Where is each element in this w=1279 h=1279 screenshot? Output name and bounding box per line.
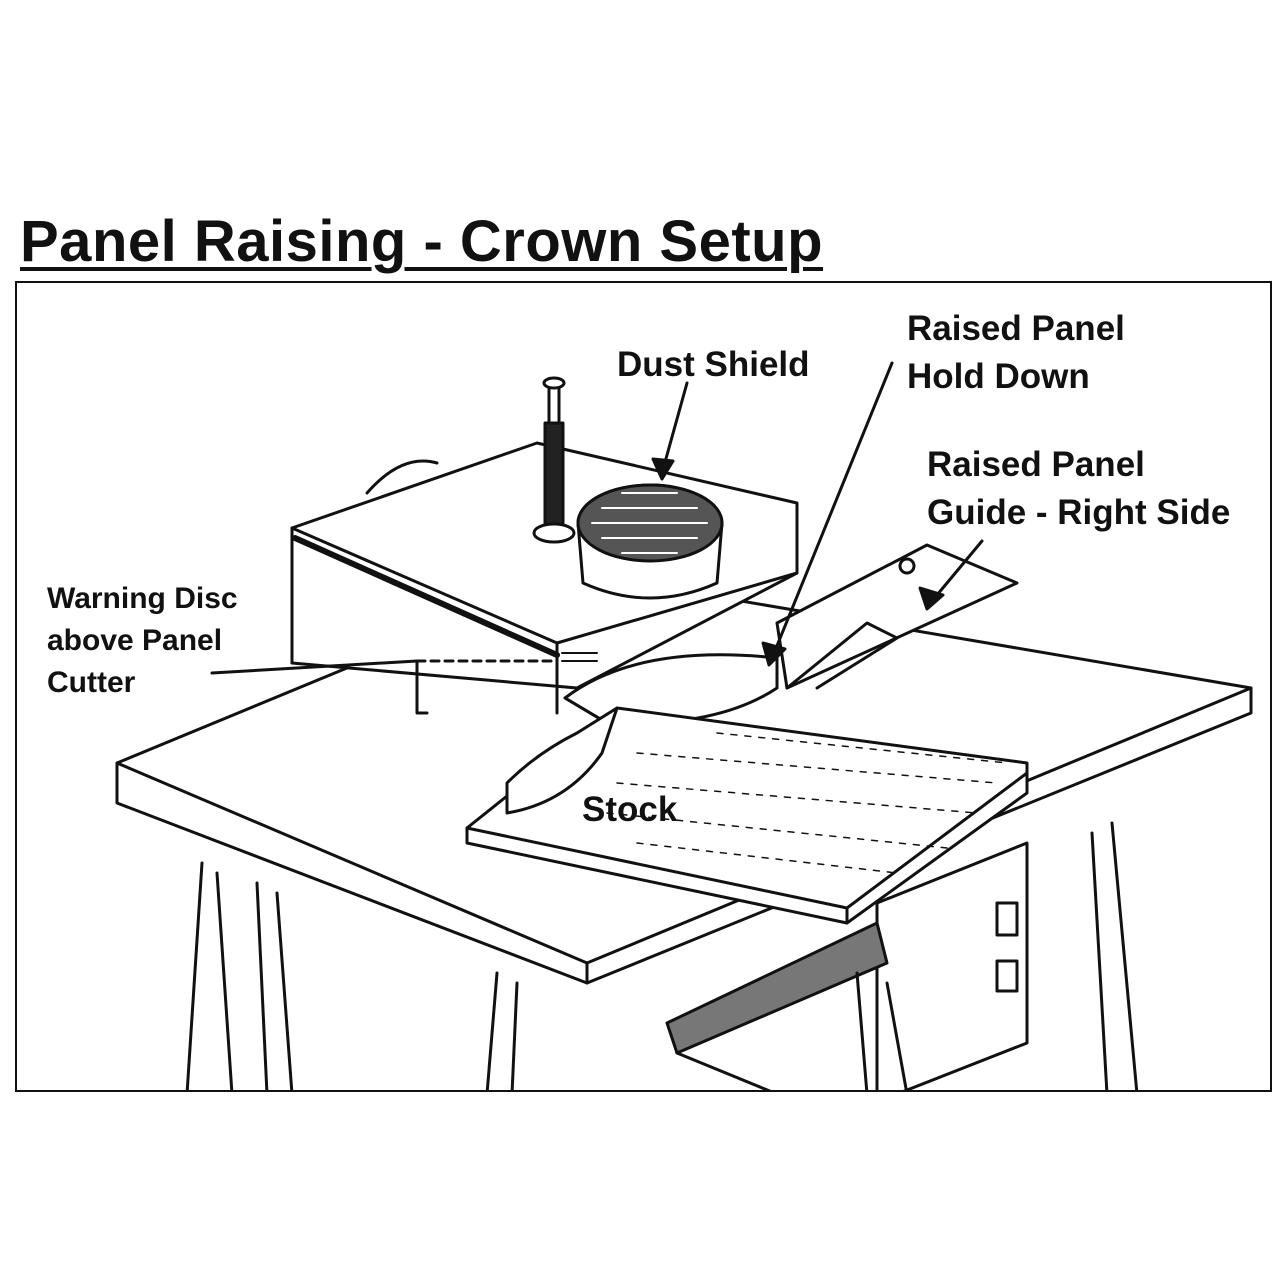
illustration-frame: Dust Shield Raised Panel Hold Down Raise… bbox=[15, 281, 1272, 1092]
label-guide-right: Raised Panel Guide - Right Side bbox=[927, 441, 1230, 537]
spindle-rod bbox=[543, 421, 565, 530]
label-warning-disc-line-2: above Panel bbox=[47, 624, 223, 657]
table-leg-middle bbox=[485, 971, 519, 1090]
table-leg-left bbox=[185, 861, 234, 1090]
label-warning-disc-line-1: Warning Disc bbox=[47, 582, 238, 615]
table-leg-right bbox=[1090, 821, 1139, 1090]
page-title: Panel Raising - Crown Setup bbox=[20, 209, 824, 274]
dust-net bbox=[665, 921, 889, 1055]
label-guide-right-line-1: Raised Panel bbox=[927, 445, 1145, 484]
label-guide-right-line-2: Guide - Right Side bbox=[927, 493, 1231, 532]
label-warning-disc: Warning Disc above Panel Cutter bbox=[47, 578, 238, 704]
label-dust-shield: Dust Shield bbox=[617, 345, 810, 384]
guide-arrow bbox=[930, 539, 984, 603]
switch-1 bbox=[995, 901, 1019, 937]
raised-panel-guide-right bbox=[775, 543, 1019, 690]
label-hold-down: Raised Panel Hold Down bbox=[907, 305, 1125, 401]
label-hold-down-line-2: Hold Down bbox=[907, 357, 1090, 396]
label-hold-down-line-1: Raised Panel bbox=[907, 309, 1125, 348]
warning-disc-leader bbox=[210, 659, 419, 675]
switch-2 bbox=[995, 959, 1019, 993]
label-warning-disc-line-3: Cutter bbox=[47, 666, 136, 699]
label-stock: Stock bbox=[582, 790, 678, 829]
shaper-illustration bbox=[115, 361, 1253, 1090]
hold-down-arrow bbox=[770, 361, 894, 660]
dust-shield-arrow bbox=[660, 381, 689, 475]
